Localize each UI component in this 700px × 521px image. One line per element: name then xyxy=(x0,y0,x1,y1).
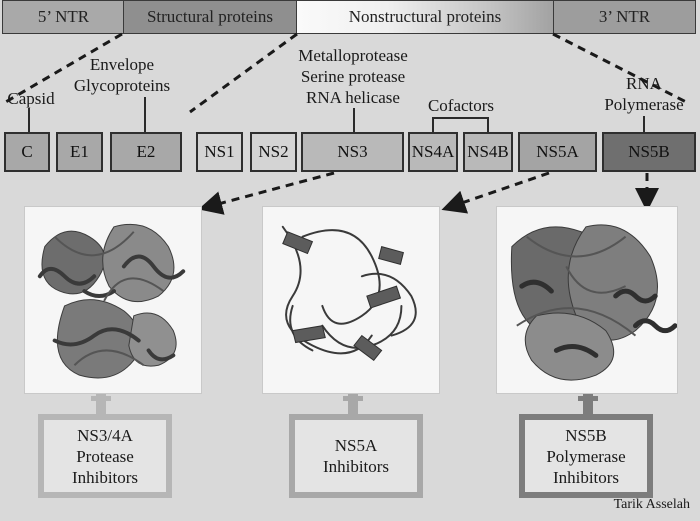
genome-5ntr-label: 5’ NTR xyxy=(37,7,90,26)
ns3-tick xyxy=(353,108,355,133)
ns5a-inhibitor-line-2: Inhibitors xyxy=(322,457,390,476)
ns5b-structure-image xyxy=(496,206,678,394)
rna-polymerase-label: RNA Polymerase xyxy=(592,73,696,115)
ns5a-inhibitor-connector-bar xyxy=(343,396,363,401)
genome-nonstructural-segment: Nonstructural proteins xyxy=(296,0,554,34)
protein-ns2-label: NS2 xyxy=(258,142,289,161)
ns5b-polymerase-inhibitors-box: NS5B Polymerase Inhibitors xyxy=(519,414,653,498)
protein-ns5b-label: NS5B xyxy=(628,142,670,161)
protein-e2: E2 xyxy=(110,132,182,172)
ns34a-inhibitor-connector-bar xyxy=(91,396,111,401)
cofactors-label: Cofactors xyxy=(427,96,495,115)
ns5a-inhibitor-connector xyxy=(348,394,358,414)
ns3-structure-image xyxy=(24,206,202,394)
protein-ns3-label: NS3 xyxy=(337,142,368,161)
envelope-tick xyxy=(144,97,146,133)
protein-e1-label: E1 xyxy=(70,142,89,161)
ns5a-structure-image xyxy=(262,206,440,394)
rna-polymerase-line-1: RNA xyxy=(626,74,662,93)
envelope-label-line-1: Envelope xyxy=(89,55,155,74)
protein-ns1-label: NS1 xyxy=(204,142,235,161)
protein-ns4b: NS4B xyxy=(463,132,513,172)
protein-ns5a-label: NS5A xyxy=(536,142,579,161)
cofactors-tick-left xyxy=(432,117,434,133)
ns5b-inhibitor-line-3: Inhibitors xyxy=(552,467,620,487)
capsid-label: Capsid xyxy=(7,89,55,108)
ns5b-inhibitor-connector-bar xyxy=(578,396,598,401)
ns34a-inhibitor-line-2: Protease xyxy=(76,446,134,466)
ns5b-inhibitor-line-1: NS5B xyxy=(565,425,607,445)
protein-ns5b: NS5B xyxy=(602,132,696,172)
ns3-arrow-line xyxy=(198,171,335,215)
genome-3ntr-label: 3’ NTR xyxy=(598,7,651,26)
ns34a-inhibitor-connector xyxy=(96,394,106,414)
genome-structural-segment: Structural proteins xyxy=(123,0,297,34)
genome-structural-label: Structural proteins xyxy=(146,7,274,26)
cofactors-tick-right xyxy=(487,117,489,133)
genome-nonstructural-label: Nonstructural proteins xyxy=(348,7,502,26)
ns34a-inhibitor-line-3: Inhibitors xyxy=(71,467,139,487)
author-credit: Tarik Asselah xyxy=(613,497,690,512)
rna-polymerase-line-2: Polymerase xyxy=(604,95,684,114)
ns5b-inhibitor-line-2: Polymerase xyxy=(546,446,626,466)
protein-c: C xyxy=(4,132,50,172)
protein-ns4a: NS4A xyxy=(408,132,458,172)
envelope-label: Envelope Glycoproteins xyxy=(64,54,180,96)
polymerase-tick xyxy=(643,116,645,133)
envelope-label-line-2: Glycoproteins xyxy=(73,76,171,95)
protein-c-label: C xyxy=(21,142,33,161)
ns5a-inhibitor-line-1: NS5A xyxy=(334,436,378,455)
nonstructural-expand-right-line xyxy=(552,32,691,106)
protein-ns2: NS2 xyxy=(250,132,297,172)
ns34a-inhibitor-line-1: NS3/4A xyxy=(77,425,133,445)
ns3-function-serine-protease: Serine protease xyxy=(300,67,406,86)
protein-ns1: NS1 xyxy=(196,132,243,172)
capsid-tick xyxy=(28,108,30,133)
ns3-function-metalloprotease: Metalloprotease xyxy=(298,46,408,65)
ns3-function-rna-helicase: RNA helicase xyxy=(306,88,400,107)
ns5b-inhibitor-connector xyxy=(583,394,593,414)
genome-3ntr-segment: 3’ NTR xyxy=(553,0,696,34)
cofactors-bracket xyxy=(432,117,489,119)
ns5a-inhibitors-box: NS5A Inhibitors xyxy=(289,414,423,498)
genome-5ntr-segment: 5’ NTR xyxy=(2,0,125,34)
ns3-functions-label: Metalloprotease Serine protease RNA heli… xyxy=(278,45,428,108)
protein-ns4a-label: NS4A xyxy=(411,142,455,161)
protein-e1: E1 xyxy=(56,132,103,172)
protein-ns5a: NS5A xyxy=(518,132,597,172)
protein-e2-label: E2 xyxy=(136,142,156,161)
ns34a-protease-inhibitors-box: NS3/4A Protease Inhibitors xyxy=(38,414,172,498)
protein-ns4b-label: NS4B xyxy=(467,142,509,161)
protein-ns3: NS3 xyxy=(301,132,404,172)
structural-expand-left-line xyxy=(3,32,123,105)
ns5a-arrow-line xyxy=(441,171,550,214)
